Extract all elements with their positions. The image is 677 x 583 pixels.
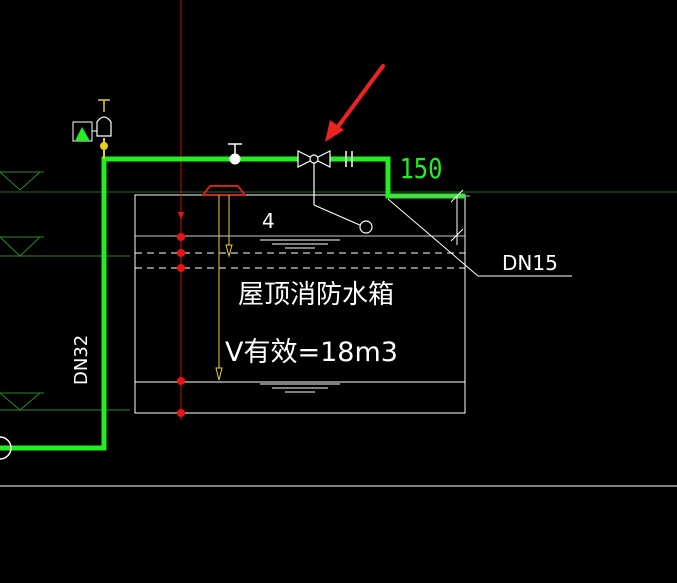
pipe-end-icon xyxy=(0,436,12,460)
tank-volume: V有效=18m3 xyxy=(225,337,398,368)
manhole-cover xyxy=(200,185,248,196)
axis-arrow-icon xyxy=(178,212,184,220)
dimension-label: 150 xyxy=(400,153,443,185)
pressure-gauge-icon xyxy=(72,121,97,142)
red-pointer-arrow-icon xyxy=(325,64,385,142)
water-level-lines xyxy=(135,252,465,269)
left-level-markers xyxy=(0,171,677,411)
pipe-side-label: DN15 xyxy=(502,251,558,275)
exhaust-valve-icon xyxy=(96,99,112,159)
dn15-leader xyxy=(387,198,572,277)
dimension-150 xyxy=(390,189,470,245)
gate-valve-icon xyxy=(297,150,373,234)
float-valve xyxy=(215,195,233,381)
tee-fitting-icon xyxy=(228,143,242,165)
union-fitting-icon xyxy=(345,151,353,167)
pipe-vertical-label: DN32 xyxy=(71,335,92,385)
water-tank xyxy=(134,194,466,414)
tank-title: 屋顶消防水箱 xyxy=(238,280,394,310)
fire-water-pipe xyxy=(0,156,465,451)
water-surface-marks xyxy=(260,239,340,393)
level-marker-label: 4 xyxy=(262,209,275,233)
axis-nodes xyxy=(177,233,185,417)
